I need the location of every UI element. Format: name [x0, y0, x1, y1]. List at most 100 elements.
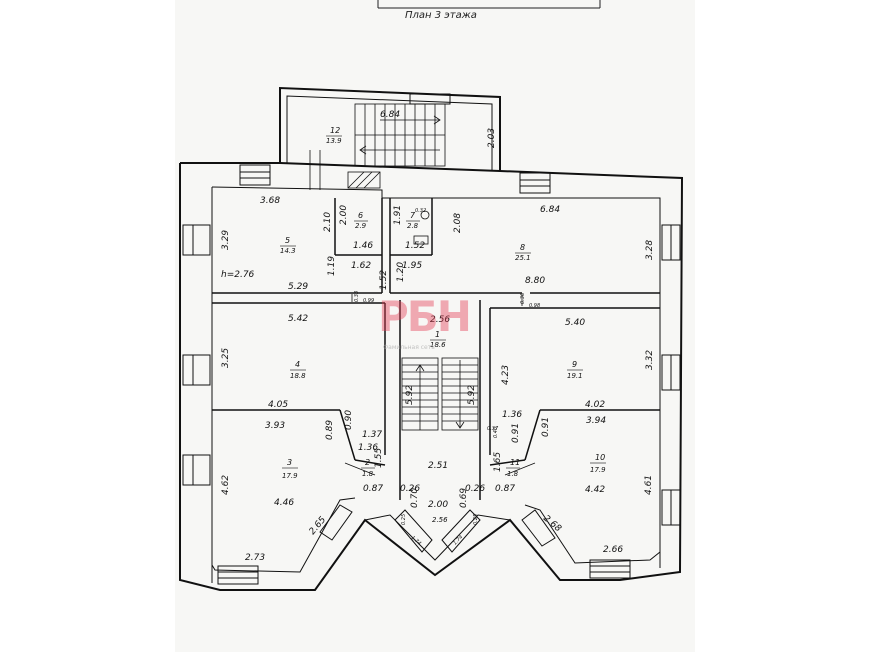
dim-label: 4.46 — [274, 498, 294, 508]
room-3-num: 3 — [287, 458, 292, 467]
dim-label: 0.33 — [354, 291, 360, 302]
dim-label: 0.40 — [493, 427, 499, 438]
dim-label: 0.91 — [511, 423, 521, 443]
dim-label: 3.29 — [221, 230, 231, 250]
dim-label: 1.95 — [402, 261, 422, 271]
dim-label: 3.93 — [265, 421, 285, 431]
ceiling-height: h=2.76 — [221, 270, 255, 280]
dim-label: 1.74 — [452, 534, 464, 546]
room-4-num: 4 — [295, 360, 300, 369]
dim-label: 8.80 — [525, 276, 545, 286]
dim-label: 2.00 — [339, 205, 349, 225]
room-1-num: 1 — [435, 330, 440, 339]
watermark-logo: РБН — [378, 292, 472, 341]
dim-label: 4.42 — [585, 485, 605, 495]
interior-walls — [212, 198, 660, 500]
dim-label: 4.23 — [501, 365, 511, 385]
room-10-num: 10 — [595, 453, 605, 462]
room-4-area: 18.8 — [290, 372, 306, 380]
dim-label: 6.84 — [540, 205, 560, 215]
dim-label: 0.87 — [495, 484, 515, 494]
dim-label: 0.36 — [520, 293, 526, 304]
dim-label: 0.99 — [363, 298, 374, 304]
dim-label: 4.62 — [221, 475, 231, 495]
dim-label: 0.98 — [529, 303, 540, 309]
dim-label: 0.26 — [400, 484, 420, 494]
dim-label: 5.40 — [565, 318, 585, 328]
room-8-num: 8 — [520, 243, 525, 252]
dim-label: 3.25 — [221, 348, 231, 368]
room-6-area: 2.9 — [355, 222, 367, 230]
room-9-area: 19.1 — [567, 372, 583, 380]
dim-label: 1.36 — [502, 410, 522, 420]
dim-label: 2.66 — [603, 545, 623, 555]
dim-label: 0.25 — [473, 514, 479, 525]
dim-label: 1.46 — [353, 241, 373, 251]
room-7-area: 2.8 — [407, 222, 419, 230]
dim-label: 1.20 — [396, 262, 406, 282]
dim-label: 0.26 — [465, 484, 485, 494]
room-3-area: 17.9 — [282, 472, 298, 480]
dim-label: 2.00 — [428, 500, 448, 510]
dim-label: 2.03 — [487, 128, 497, 148]
room-12-num: 12 — [330, 126, 340, 135]
dim-label: 3.68 — [260, 196, 280, 206]
dim-label: 5.92 — [405, 385, 415, 405]
dim-label: 3.28 — [645, 240, 655, 260]
dim-label: 0.37 — [487, 426, 499, 432]
dim-label: 0.32 — [415, 208, 426, 214]
dim-label: 6.84 — [380, 110, 400, 120]
dim-label: 1.52 — [405, 241, 425, 251]
room-2-area: 1.8 — [362, 470, 374, 478]
dim-label: 1.91 — [393, 205, 403, 225]
dim-label: 1.37 — [362, 430, 382, 440]
dim-label: 1.55 — [374, 448, 384, 468]
dim-label: 1.52 — [379, 270, 389, 290]
dim-label: 5.29 — [288, 282, 308, 292]
dim-label: 0.70 — [410, 488, 420, 508]
dim-label: 0.91 — [541, 417, 551, 437]
dimensions: 6.84 2.03 3.68 2.10 2.00 1.91 0.32 2.08 … — [221, 110, 655, 563]
room-11-num: 11 — [510, 458, 520, 467]
dim-label: 3.94 — [586, 416, 606, 426]
dim-label: 1.19 — [327, 256, 337, 276]
dim-label: 2.08 — [453, 213, 463, 233]
room-5-num: 5 — [285, 236, 290, 245]
dim-label: 1.74 — [410, 535, 422, 547]
dim-label: 1.62 — [351, 261, 371, 271]
room-8-area: 25.1 — [515, 254, 531, 262]
dim-label: 2.73 — [245, 553, 265, 563]
room-1-area: 18.6 — [430, 341, 446, 349]
dim-label: 5.42 — [288, 314, 308, 324]
stair-12 — [309, 103, 446, 190]
dim-label: 0.25 — [401, 514, 407, 525]
room-2-num: 2 — [365, 458, 370, 467]
dim-label: 1.36 — [358, 443, 378, 453]
dim-label: 2.10 — [323, 212, 333, 232]
room-9-num: 9 — [572, 360, 577, 369]
dim-label: 4.05 — [268, 400, 288, 410]
dim-label: 0.87 — [363, 484, 383, 494]
dim-label: 4.61 — [644, 475, 654, 495]
sheet-frame-top — [377, 0, 601, 9]
watermark-subtext: Фамильная сеть — [383, 344, 435, 351]
dim-label: 5.92 — [467, 385, 477, 405]
dim-label: 0.69 — [459, 488, 469, 508]
room-12-area: 13.9 — [326, 137, 342, 145]
dim-label: 2.51 — [428, 461, 448, 471]
room-11-area: 1.8 — [507, 470, 519, 478]
dim-label: 2.56 — [430, 315, 450, 325]
dim-label: 0.90 — [344, 410, 354, 430]
room-labels: 12 13.9 6 2.9 7 2.8 5 14.3 8 25.1 1 18.6… — [221, 126, 606, 480]
dim-label: 2.68 — [541, 514, 563, 535]
dim-label: 1.65 — [493, 452, 503, 472]
stair-1 — [401, 357, 479, 431]
dim-label: 0.89 — [325, 420, 335, 440]
fixtures — [344, 210, 536, 476]
dim-label: 3.32 — [645, 350, 655, 370]
room-6-num: 6 — [358, 211, 363, 220]
room-10-area: 17.9 — [590, 466, 606, 474]
plan-title: План 3 этажа — [405, 10, 477, 21]
